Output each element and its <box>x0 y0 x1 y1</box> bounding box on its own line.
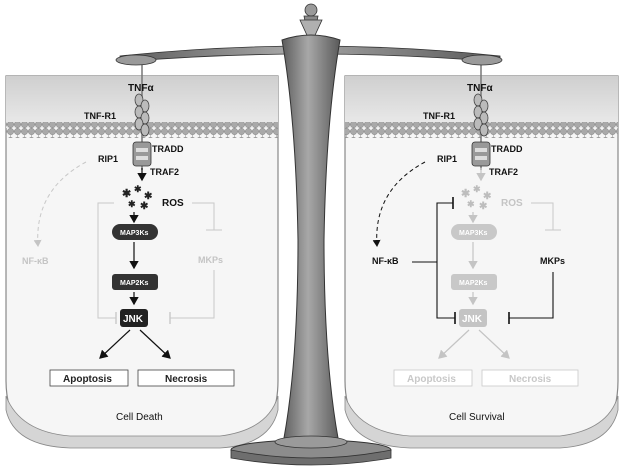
left-receptor-icon <box>132 58 152 170</box>
svg-text:✱: ✱ <box>479 201 488 212</box>
right-map2k-label: MAP2Ks <box>459 280 488 287</box>
left-ros-label: ROS <box>162 198 184 209</box>
svg-text:✱: ✱ <box>128 199 136 209</box>
right-nfkb-label: NF-κB <box>372 256 399 266</box>
left-tnfa-label: TNFα <box>128 83 154 94</box>
right-tradd-label: TRADD <box>491 144 523 154</box>
right-apoptosis-label: Apoptosis <box>407 374 456 385</box>
right-necrosis-label: Necrosis <box>509 374 552 385</box>
svg-text:✱: ✱ <box>122 188 131 200</box>
left-apoptosis-box <box>49 369 129 387</box>
right-rip1-label: RIP1 <box>437 154 457 164</box>
left-tradd-label: TRADD <box>152 144 184 154</box>
left-necrosis-box <box>137 369 235 387</box>
svg-text:✱: ✱ <box>134 184 142 194</box>
svg-text:✱: ✱ <box>467 199 475 209</box>
right-map3k-label: MAP3Ks <box>459 230 488 237</box>
left-map3k-label: MAP3Ks <box>120 230 149 237</box>
left-map2k-label: MAP2Ks <box>120 280 149 287</box>
left-rip1-label: RIP1 <box>98 154 118 164</box>
right-traf2-label: TRAF2 <box>489 167 518 177</box>
right-jnk-node <box>459 309 487 327</box>
right-mkp-label: MKPs <box>540 256 565 266</box>
right-map2k-node <box>451 274 497 290</box>
left-apoptosis-label: Apoptosis <box>63 374 112 385</box>
svg-text:✱: ✱ <box>483 191 492 202</box>
right-ros-icon: ✱ ✱ ✱ ✱ ✱ <box>461 184 492 212</box>
right-panel: TNFα TNF-R1 TRADD RIP1 TRAF2 ✱ ✱ ✱ ✱ ✱ R… <box>344 58 619 449</box>
right-ros-label: ROS <box>501 198 523 209</box>
right-tnfr1-label: TNF-R1 <box>423 111 455 121</box>
right-jnk-label: JNK <box>462 314 483 325</box>
right-map3k-node <box>451 224 497 240</box>
left-necrosis-label: Necrosis <box>165 374 208 385</box>
left-traf2-label: TRAF2 <box>150 167 179 177</box>
left-tnfr1-label: TNF-R1 <box>84 111 116 121</box>
svg-text:✱: ✱ <box>461 188 470 200</box>
left-jnk-label: JNK <box>123 314 144 325</box>
left-map3k-node <box>112 224 158 240</box>
svg-text:✱: ✱ <box>473 184 481 194</box>
left-mkp-label: MKPs <box>198 255 223 265</box>
left-jnk-node <box>120 309 148 327</box>
left-ros-icon: ✱ ✱ ✱ ✱ ✱ <box>122 184 153 212</box>
left-nfkb-label: NF-κB <box>22 256 49 266</box>
left-map2k-node <box>112 274 158 290</box>
right-receptor-icon <box>471 58 491 170</box>
left-footer: Cell Death <box>116 412 163 423</box>
svg-text:✱: ✱ <box>144 191 153 202</box>
left-panel: TNFα TNF-R1 TRADD RIP1 TRAF2 ✱ ✱ ✱ ✱ ✱ R… <box>5 58 279 449</box>
balance-scale-icon <box>115 3 503 466</box>
right-footer: Cell Survival <box>449 412 505 423</box>
right-necrosis-box <box>481 369 579 387</box>
right-tnfa-label: TNFα <box>467 83 493 94</box>
svg-text:✱: ✱ <box>140 201 149 212</box>
right-apoptosis-box <box>393 369 473 387</box>
